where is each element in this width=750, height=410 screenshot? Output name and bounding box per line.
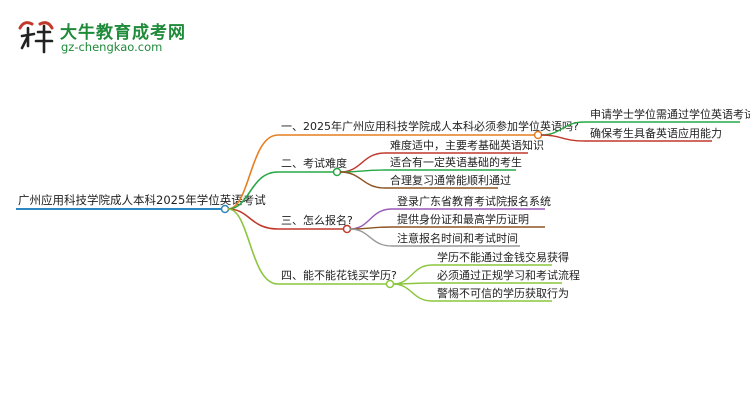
connector-branch-1 (227, 134, 279, 210)
branch-4-leaf-3: 警惕不可信的学历获取行为 (437, 286, 569, 300)
branch-3-dot (342, 224, 352, 234)
root-node-label: 广州应用科技学院成人本科2025年学位英语考试 (18, 193, 266, 207)
logo-url: gz-chengkao.com (61, 40, 163, 54)
connector-b1-leaf-2 (540, 134, 712, 142)
logo-title: 大牛教育成考网 (60, 23, 186, 43)
connector-b3-leaf-2 (349, 226, 545, 230)
branch-1-dot (533, 130, 543, 140)
connector-branch-3 (227, 208, 279, 230)
branch-4-dot (385, 279, 395, 289)
branch-1-label: 一、2025年广州应用科技学院成人本科必须参加学位英语吗? (281, 119, 579, 133)
root-node-dot (220, 204, 230, 214)
branch-2-leaf-1: 难度适中，主要考基础英语知识 (390, 138, 544, 152)
site-logo[interactable]: 大牛教育成考网 gz-chengkao.com (14, 14, 185, 58)
branch-4-label: 四、能不能花钱买学历? (281, 268, 397, 282)
branch-4-leaf-1: 学历不能通过金钱交易获得 (437, 250, 569, 264)
branch-4-leaf-2: 必须通过正规学习和考试流程 (437, 268, 580, 282)
branch-2-leaf-2: 适合有一定英语基础的考生 (390, 155, 522, 169)
branch-3-label: 三、怎么报名? (281, 213, 353, 227)
connector-b3-leaf-3 (349, 228, 520, 247)
branch-3-leaf-2: 提供身份证和最高学历证明 (397, 212, 529, 226)
branch-3-leaf-1: 登录广东省教育考试院报名系统 (397, 194, 551, 208)
branch-1-leaf-2: 确保考生具备英语应用能力 (590, 126, 722, 140)
branch-2-leaf-3: 合理复习通常能顺利通过 (390, 173, 511, 187)
connector-b4-leaf-2 (392, 282, 562, 285)
branch-2-dot (332, 167, 342, 177)
branch-3-leaf-3: 注意报名时间和考试时间 (397, 231, 518, 245)
branch-2-label: 二、考试难度 (281, 156, 347, 170)
connector-branch-2 (227, 171, 279, 210)
branch-1-leaf-1: 申请学士学位需通过学位英语考试 (590, 107, 750, 121)
connector-branch-4 (227, 208, 279, 285)
connector-b2-leaf-2 (339, 169, 516, 173)
bull-logo-icon (15, 15, 57, 57)
connector-b4-leaf-3 (392, 283, 552, 302)
connector-b2-leaf-3 (339, 171, 498, 189)
